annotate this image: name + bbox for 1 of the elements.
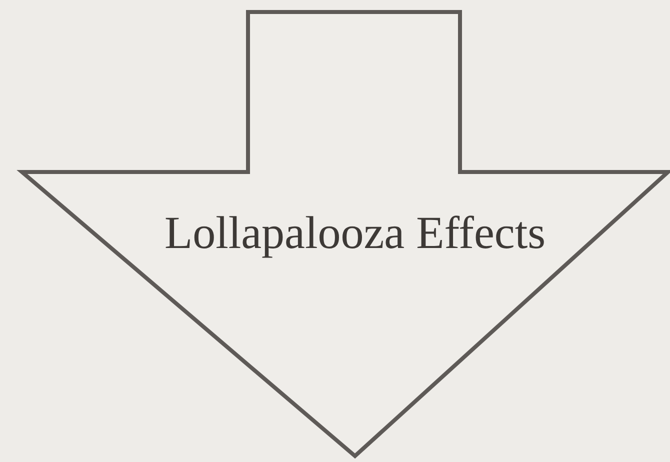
arrow-label: Lollapalooza Effects xyxy=(163,206,547,260)
